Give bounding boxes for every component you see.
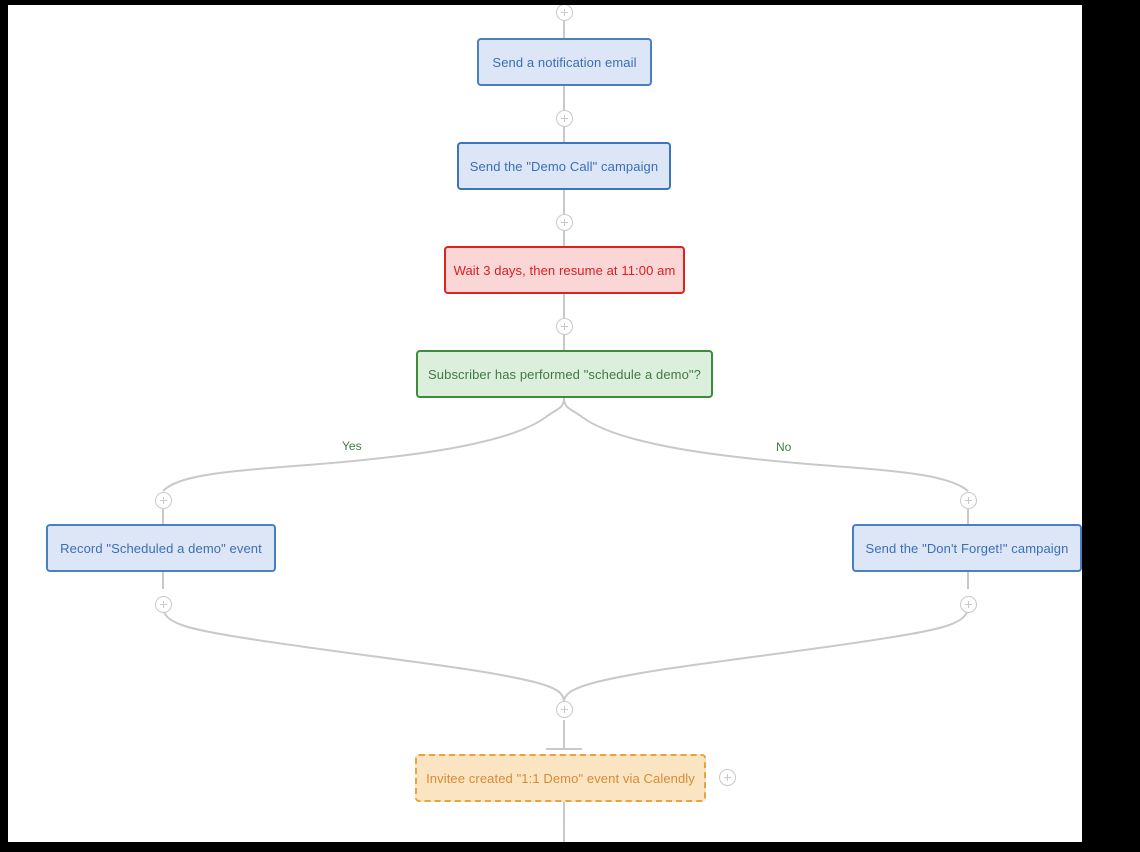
edge-right-merge [563,606,969,703]
add-step-plus-icon-trigger-side[interactable] [719,769,736,786]
branch-label-no: No [771,440,797,454]
add-step-plus-icon-after-dontforget[interactable] [960,596,977,613]
connector-layer [162,5,969,842]
node-send-demo-call-campaign[interactable]: Send the "Demo Call" campaign [457,142,671,190]
node-wait-3-days[interactable]: Wait 3 days, then resume at 11:00 am [444,246,685,294]
node-label: Subscriber has performed "schedule a dem… [428,366,701,382]
add-step-plus-icon-after-email[interactable] [556,110,573,127]
edge-condition-yes [162,397,565,492]
add-step-plus-icon-no-branch[interactable] [960,492,977,509]
node-label: Send a notification email [492,54,637,70]
add-step-plus-icon-merge[interactable] [556,701,573,718]
flowchart-canvas[interactable]: Send a notification email Send the "Demo… [8,5,1082,842]
node-record-scheduled-demo[interactable]: Record "Scheduled a demo" event [46,524,276,572]
edge-left-merge [162,606,565,703]
edge-condition-no [563,397,969,492]
branch-label-yes: Yes [337,439,367,453]
add-step-plus-icon-top[interactable] [556,5,573,21]
node-label: Record "Scheduled a demo" event [60,540,262,556]
add-step-plus-icon-after-campaign[interactable] [556,214,573,231]
node-label: Send the "Demo Call" campaign [469,158,659,174]
node-label: Invitee created "1:1 Demo" event via Cal… [426,770,695,786]
node-send-dont-forget-campaign[interactable]: Send the "Don't Forget!" campaign [852,524,1082,572]
node-label: Wait 3 days, then resume at 11:00 am [453,262,676,278]
node-label: Send the "Don't Forget!" campaign [865,540,1069,556]
node-schedule-a-demo-condition[interactable]: Subscriber has performed "schedule a dem… [416,350,713,398]
add-step-plus-icon-after-record[interactable] [155,596,172,613]
add-step-plus-icon-yes-branch[interactable] [155,492,172,509]
node-send-notification-email[interactable]: Send a notification email [477,38,652,86]
add-step-plus-icon-after-wait[interactable] [556,318,573,335]
node-invitee-created-calendly[interactable]: Invitee created "1:1 Demo" event via Cal… [415,754,706,802]
